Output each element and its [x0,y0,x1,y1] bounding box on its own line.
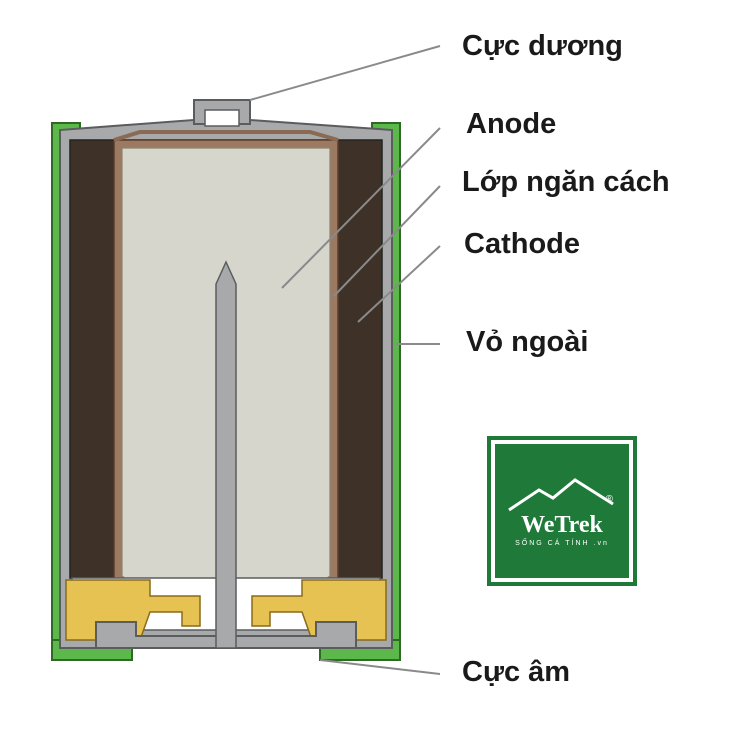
negative-terminal [95,621,357,649]
registered-mark: ® [605,494,613,505]
label-separator: Lớp ngăn cách [462,166,670,198]
label-cathode: Cathode [464,228,580,260]
logo-background: ® WeTrek SỐNG CÁ TÍNH .vn [495,444,629,578]
mountain-icon [508,478,614,512]
label-positive-terminal: Cực dương [462,30,623,62]
wetrek-logo: ® WeTrek SỐNG CÁ TÍNH .vn [487,436,637,586]
leader-positive [249,45,441,101]
label-casing: Vỏ ngoài [466,326,589,358]
leader-negative [319,659,441,675]
logo-tagline-text: SỐNG CÁ TÍNH [515,540,590,547]
leader-separator [333,185,441,297]
current-collector-pin [215,260,237,649]
logo-brand: WeTrek [521,512,603,538]
label-negative-terminal: Cực âm [462,656,571,688]
leader-cathode [357,245,441,323]
top-seal-lip [113,130,339,142]
logo-domain: .vn [593,540,609,547]
leader-anode [281,127,441,289]
leader-lines [249,45,441,675]
positive-terminal-gap [204,109,240,127]
logo-tagline: SỐNG CÁ TÍNH .vn [495,540,629,547]
label-anode: Anode [466,108,557,140]
